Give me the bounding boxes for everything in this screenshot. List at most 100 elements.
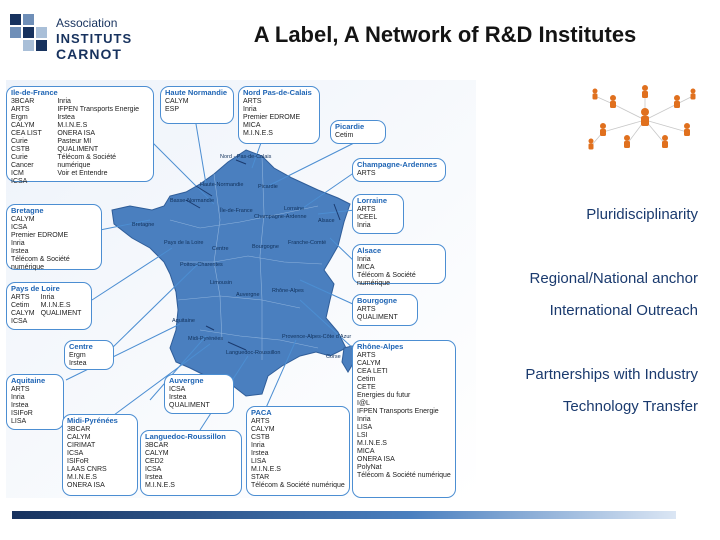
institute-item: QUALIMENT	[57, 146, 99, 153]
institute-item: Inria	[11, 394, 25, 401]
institute-item: Inria	[357, 416, 371, 423]
institute-item: Inria	[357, 222, 371, 229]
institute-item: Cetim	[357, 376, 376, 383]
network-people-icon	[583, 76, 701, 156]
institute-item: Inria	[251, 442, 265, 449]
map-label-lorraine: Lorraine	[284, 206, 305, 212]
institute-item: LISA	[357, 424, 373, 431]
region-name: Ile-de-France	[11, 88, 58, 97]
map-label-paca: Provence-Alpes-Côte d'Azur	[282, 334, 352, 340]
institute-item: Télécom & Société numérique	[357, 472, 451, 479]
institute-item: M.I.N.E.S	[243, 130, 273, 137]
institute-item: LSI	[357, 432, 368, 439]
institute-item: QUALIMENT	[357, 314, 398, 321]
institute-item: 3BCAR	[145, 442, 169, 449]
map-label-alsace: Alsace	[318, 218, 335, 224]
institute-item: CIRIMAT	[67, 442, 96, 449]
institute-item: ONERA ISA	[357, 456, 395, 463]
map-label-bretagne: Bretagne	[132, 222, 155, 228]
institute-item: 3BCAR	[67, 426, 91, 433]
institute-item: IFPEN Transports Energie	[357, 408, 439, 415]
region-name: Lorraine	[357, 196, 388, 205]
institute-item: Inria	[243, 106, 257, 113]
institute-item: LISA	[251, 458, 267, 465]
map-label-franche: Franche-Comté	[288, 240, 327, 246]
region-name: PACA	[251, 408, 272, 417]
region-name: Pays de Loire	[11, 284, 60, 293]
logo-line-1: Association	[56, 16, 118, 30]
institute-item: M.I.N.E.S	[67, 474, 97, 481]
region-name: Haute Normandie	[165, 88, 228, 97]
institute-item: ONERA ISA	[57, 130, 96, 137]
institute-item: CALYM	[357, 360, 381, 367]
institute-item: Irstea	[169, 394, 187, 401]
institute-item: ICSA	[145, 466, 162, 473]
institute-item: ICSA	[11, 318, 28, 325]
institute-item: QUALIMENT	[169, 402, 210, 409]
map-label-limousin: Limousin	[210, 280, 233, 286]
institute-item: M.I.N.E.S	[57, 122, 88, 129]
institute-item: Inria	[40, 294, 55, 301]
institute-item: IFPEN Transports Energie	[57, 106, 140, 113]
institute-item: Télécom & Société numérique	[57, 154, 117, 169]
map-label-haute-normandie: Haute-Normandie	[200, 182, 244, 188]
map-label-rhone: Rhône-Alpes	[272, 288, 304, 294]
institute-item: Cetim	[11, 302, 30, 309]
institute-item: Curie Cancer	[11, 154, 34, 169]
map-label-auvergne: Auvergne	[236, 292, 260, 298]
institute-item: CEA LIST	[11, 130, 42, 137]
institute-item: ICSA	[67, 450, 84, 457]
institute-item: MICA	[357, 264, 375, 271]
institute-item: CALYM	[145, 450, 169, 457]
region-name: Champagne-Ardennes	[357, 160, 438, 169]
institute-item: ICM	[11, 170, 24, 177]
institute-item: ARTS	[357, 306, 376, 313]
institute-item: CSTB	[11, 146, 30, 153]
region-name: Alsace	[357, 246, 382, 255]
region-name: Nord Pas-de-Calais	[243, 88, 312, 97]
logo-line-3: CARNOT	[56, 46, 122, 62]
institute-item: CETE	[357, 384, 376, 391]
map-label-pdl: Pays de la Loire	[164, 240, 204, 246]
institute-item: LAAS CNRS	[67, 466, 107, 473]
institute-item: Premier EDROME	[243, 114, 301, 121]
region-name: Bourgogne	[357, 296, 397, 305]
logo-line-2: INSTITUTS	[56, 31, 133, 46]
region-name: Centre	[69, 342, 93, 351]
institute-item: CEA LETI	[357, 368, 388, 375]
map-label-idf: Île-de-France	[220, 208, 253, 214]
theme-pluridisciplinarity: Pluridisciplinarity	[586, 206, 698, 223]
map-label-centre: Centre	[212, 246, 229, 252]
institute-item: ARTS	[243, 98, 262, 105]
institute-item: STAR	[251, 474, 270, 481]
institute-item: CALYM	[251, 426, 275, 433]
map-label-picardie: Picardie	[258, 184, 278, 190]
institute-item: Inria	[357, 256, 371, 263]
region-champagne-ardennes: Champagne-Ardennes ARTS	[352, 158, 446, 182]
institute-item: Télécom & Société numérique	[11, 256, 70, 271]
institute-item: CALYM	[11, 310, 35, 317]
institute-item: ARTS	[11, 294, 30, 301]
map-label-poitou: Poitou-Charentes	[180, 262, 223, 268]
map-label-corse: Corse	[326, 354, 341, 360]
slide-title: A Label, A Network of R&D Institutes	[253, 22, 637, 47]
institute-item: MICA	[357, 448, 375, 455]
institute-item: CSTB	[251, 434, 270, 441]
institute-item: CALYM	[67, 434, 91, 441]
institute-item: Irstea	[251, 450, 269, 457]
institute-item: Energies du futur	[357, 392, 411, 399]
map-label-bourgogne: Bourgogne	[252, 244, 279, 250]
institute-item: PolyNat	[357, 464, 382, 471]
institute-item: ISIFoR	[67, 458, 89, 465]
